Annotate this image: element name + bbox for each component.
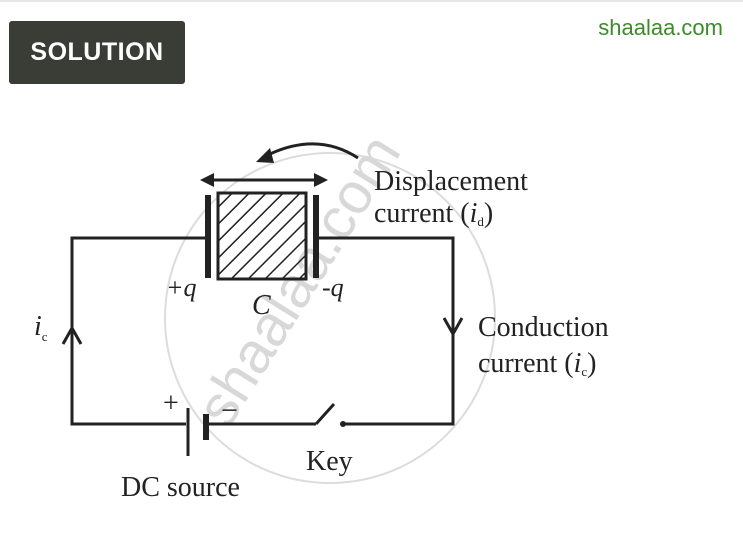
- capacitor-label: C: [252, 290, 271, 321]
- conduction-label: Conduction: [478, 312, 609, 343]
- conduction-current-label: current (ic): [478, 348, 597, 379]
- double-arrow: [200, 173, 328, 187]
- displacement-current-arrow: [256, 142, 359, 163]
- top-divider: [0, 0, 743, 2]
- minus-q-label: -q: [322, 273, 344, 302]
- battery-minus-label: −: [221, 394, 238, 427]
- dc-source-label: DC source: [121, 472, 240, 503]
- solution-badge: SOLUTION: [9, 21, 185, 84]
- dc-battery: [186, 408, 209, 456]
- key-switch: [314, 402, 346, 427]
- capacitor-plate-negative: [313, 195, 319, 278]
- watermark-circle: [164, 152, 496, 484]
- displacement-current-label: current (id): [374, 198, 493, 229]
- battery-plus-label: +: [163, 388, 179, 419]
- ic-label: ic: [34, 311, 48, 344]
- displacement-label: Displacement: [374, 166, 528, 197]
- ic-arrow: [61, 324, 83, 345]
- dielectric-region: [216, 191, 308, 281]
- key-label: Key: [306, 446, 353, 477]
- brand-logo[interactable]: shaalaa.com: [598, 15, 723, 40]
- plus-q-label: +q: [166, 273, 197, 302]
- capacitor-plate-positive: [205, 195, 211, 278]
- conduction-arrow: [442, 317, 464, 338]
